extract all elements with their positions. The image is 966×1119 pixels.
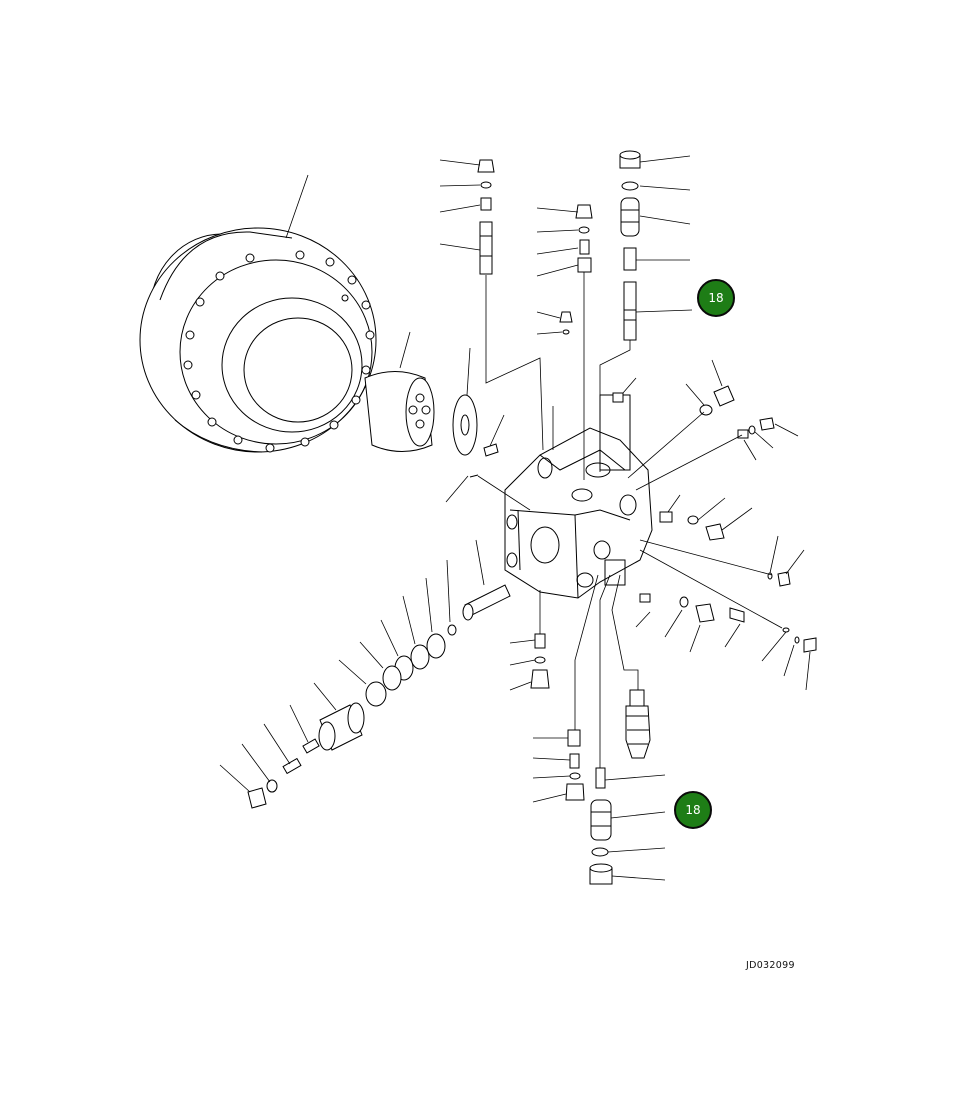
lower-middle-parts-stack[interactable] [565,729,585,801]
drawing-code: JD032099 [746,960,795,971]
flange-bolt-holes [183,250,375,453]
final-drive-housing[interactable] [139,227,377,453]
lower-right-parts-stack[interactable] [589,767,613,885]
upper-right-parts-stack[interactable] [619,150,641,341]
lower-right-leaders [599,574,666,881]
leader-valve-plate [466,347,471,396]
motor-case[interactable] [504,394,653,599]
upper-middle-leaders [536,207,585,480]
leader-cylinder-block [399,331,411,369]
upper-left-parts-stack[interactable] [477,159,495,275]
counterbalance-valve[interactable] [625,689,651,759]
callout-18-lower[interactable]: 18 [674,791,712,829]
left-shaft-leaders [338,414,531,685]
upper-right-leaders [599,155,693,472]
relief-valve-leaders [219,682,337,793]
relief-valve-assembly[interactable] [247,702,365,809]
valve-plate[interactable] [452,394,478,456]
cylinder-block[interactable] [364,371,435,452]
callout-18-upper[interactable]: 18 [697,279,735,317]
lower-center-parts-stack[interactable] [530,633,550,689]
lower-middle-leaders [532,574,599,803]
upper-left-leaders [439,159,544,451]
right-side-leaders [622,359,811,691]
leader-counterbalance-valve [611,574,639,690]
lower-center-leaders [509,590,541,691]
leader-housing [285,174,309,239]
right-side-fittings[interactable] [612,385,817,653]
left-shaft-assembly[interactable] [365,443,511,707]
upper-middle-parts-stack[interactable] [559,204,593,335]
